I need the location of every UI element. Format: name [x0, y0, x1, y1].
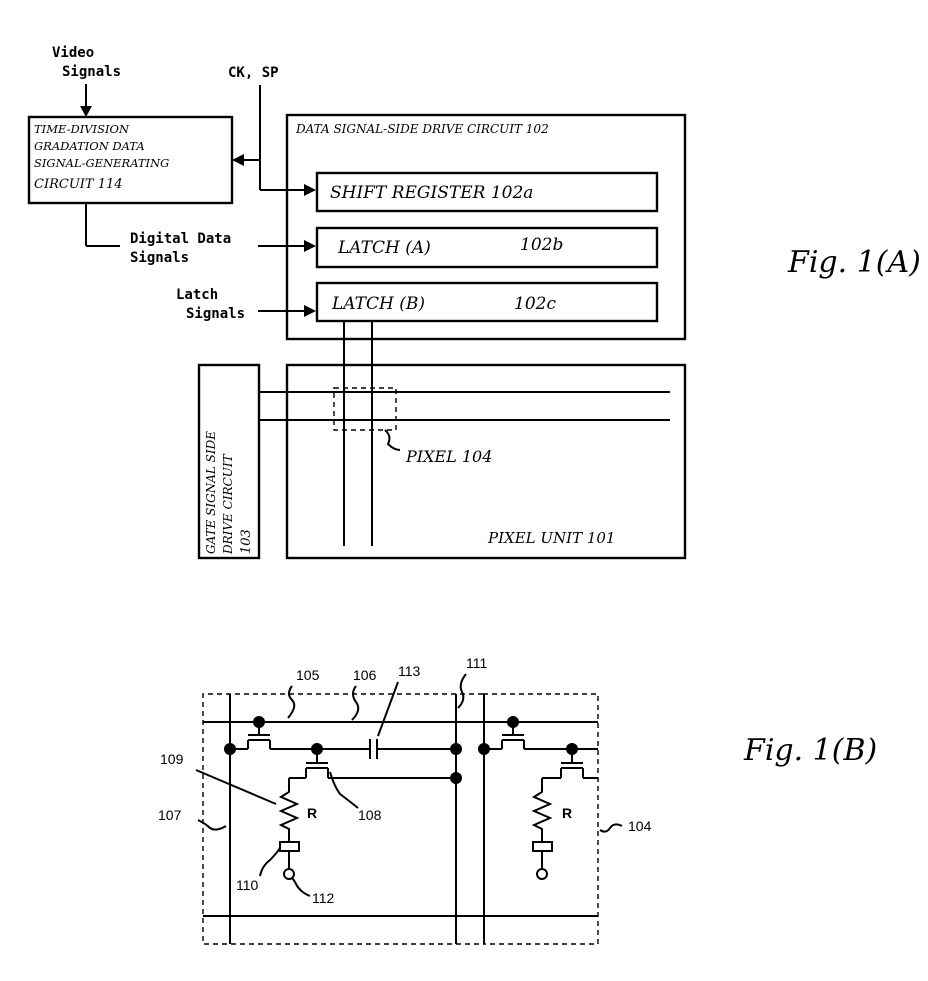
- ref-109-leader: [196, 770, 276, 804]
- ref-104-leader: [600, 824, 622, 831]
- ref-106: 106: [353, 667, 377, 683]
- video-signals-arrowhead: [80, 106, 92, 117]
- resistor-left-label: R: [307, 805, 317, 821]
- ck-sp-to-tdg-arrowhead: [232, 154, 244, 166]
- fig-1a-label: Fig. 1(A): [787, 245, 921, 280]
- resistor-left: [281, 778, 297, 842]
- latch-signals-label-2: Signals: [186, 306, 245, 322]
- el-element-110: [280, 842, 299, 851]
- ref-109: 109: [160, 751, 184, 767]
- source-junction-dot: [224, 743, 236, 755]
- pixel-boundary-left: [203, 694, 483, 944]
- latch-a-ref: 102b: [520, 235, 563, 255]
- ref-113: 113: [398, 663, 421, 679]
- power-drive-dot: [450, 772, 462, 784]
- latch-signals-arrowhead: [304, 305, 316, 317]
- ref-111: 111: [466, 655, 487, 671]
- pixel-unit-label: PIXEL UNIT 101: [487, 529, 615, 547]
- gate-drive-line-2: DRIVE CIRCUIT: [221, 453, 235, 555]
- tdg-circuit-line-1: TIME-DIVISION: [34, 122, 130, 136]
- pixel-leader: [385, 430, 400, 450]
- data-drive-circuit-title: DATA SIGNAL-SIDE DRIVE CIRCUIT 102: [295, 122, 549, 136]
- digital-data-label-1: Digital Data: [130, 231, 231, 247]
- counter-electrode-right: [537, 869, 547, 879]
- latch-b-ref: 102c: [514, 294, 556, 314]
- tdg-circuit-line-2: GRADATION DATA: [34, 139, 145, 153]
- digital-data-label-2: Signals: [130, 250, 189, 266]
- ref-110: 110: [236, 877, 259, 893]
- gate-drive-line-1: GATE SIGNAL SIDE: [204, 431, 218, 554]
- ck-sp-label: CK, SP: [228, 65, 279, 81]
- tdg-circuit-line-4: CIRCUIT 114: [34, 177, 123, 192]
- fig-1b: R R 105 106 113 111: [158, 655, 877, 944]
- ref-113-leader: [378, 682, 398, 736]
- ref-110-leader: [260, 848, 280, 876]
- fig-1a: Video Signals CK, SP TIME-DIVISION GRADA…: [29, 45, 921, 558]
- digital-data-arrowhead: [304, 240, 316, 252]
- video-signals-label-1: Video: [52, 45, 94, 61]
- ref-108: 108: [358, 807, 382, 823]
- latch-signals-label-1: Latch: [176, 287, 218, 303]
- ref-107-leader: [198, 820, 226, 830]
- gate-drive-circuit-text: GATE SIGNAL SIDE DRIVE CIRCUIT 103: [204, 431, 254, 555]
- ref-112-leader: [292, 878, 310, 896]
- ref-105: 105: [296, 667, 320, 683]
- fig-1b-label: Fig. 1(B): [743, 733, 877, 768]
- tdg-circuit-line-3: SIGNAL-GENERATING: [34, 156, 169, 170]
- ck-sp-to-shift-arrowhead: [304, 184, 316, 196]
- ref-107: 107: [158, 807, 182, 823]
- ref-111-leader: [458, 674, 466, 708]
- pixel-boundary-right: [483, 694, 598, 944]
- power-capacitor-dot: [450, 743, 462, 755]
- shift-register-label: SHIFT REGISTER 102a: [330, 183, 533, 203]
- gate-drive-line-3: 103: [239, 529, 254, 554]
- resistor-right: [534, 778, 550, 842]
- source-junction-dot-right: [478, 743, 490, 755]
- ref-105-leader: [288, 686, 294, 718]
- pixel-label: PIXEL 104: [405, 447, 492, 466]
- el-element-right: [533, 842, 552, 851]
- resistor-right-label: R: [562, 805, 572, 821]
- ref-104: 104: [628, 818, 652, 834]
- latch-a-label: LATCH (A): [337, 238, 431, 258]
- video-signals-label-2: Signals: [62, 64, 121, 80]
- ref-106-leader: [352, 686, 358, 720]
- ref-112: 112: [312, 890, 335, 906]
- latch-b-label: LATCH (B): [331, 294, 425, 314]
